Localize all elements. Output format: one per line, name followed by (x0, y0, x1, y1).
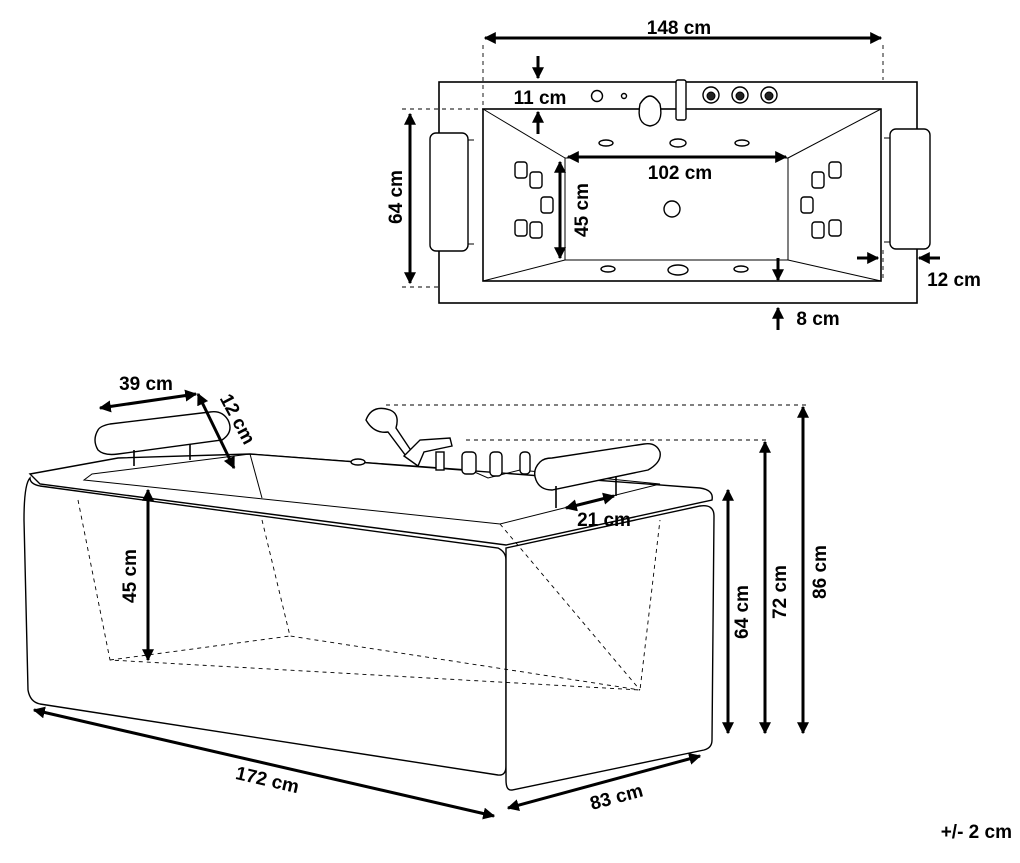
label-64-height: 64 cm (732, 585, 753, 639)
dim-12-pillow (196, 392, 236, 470)
perspective-valves (350, 451, 531, 477)
tub-side-panel (505, 505, 715, 791)
label-8: 8 cm (796, 309, 839, 330)
label-83: 83 cm (588, 781, 645, 815)
perspective-view: 39 cm 12 cm 21 cm 45 cm 172 cm 83 cm 64 … (23, 374, 831, 820)
label-102: 102 cm (648, 163, 712, 184)
dim-21 (564, 492, 616, 512)
label-72: 72 cm (770, 565, 791, 619)
pillow-right (533, 442, 661, 491)
hand-shower (365, 407, 413, 457)
label-39: 39 cm (119, 374, 173, 395)
tub-inner-rim (482, 108, 882, 282)
headrest-right (889, 128, 931, 250)
label-45-depth: 45 cm (120, 549, 141, 603)
control-knob-small (590, 89, 604, 103)
drain (663, 200, 681, 218)
label-12-top: 12 cm (927, 270, 981, 291)
shower-head-holder (638, 95, 662, 127)
dim-172 (32, 706, 496, 820)
label-86: 86 cm (810, 545, 831, 599)
massage-jets (514, 138, 842, 276)
label-21: 21 cm (577, 510, 631, 531)
control-valves (702, 86, 778, 104)
tolerance-note: +/- 2 cm (941, 822, 1012, 843)
label-64-top: 64 cm (386, 170, 407, 224)
faucet (402, 437, 453, 468)
label-11: 11 cm (514, 88, 567, 109)
dim-83 (506, 753, 702, 811)
label-148: 148 cm (647, 18, 711, 39)
faucet-spout (675, 79, 687, 121)
top-view: 148 cm 11 cm 102 cm 64 cm 45 cm 12 cm 8 … (386, 18, 981, 330)
headrest-left (429, 132, 469, 252)
dim-39 (98, 389, 198, 413)
label-45-top: 45 cm (572, 183, 593, 237)
